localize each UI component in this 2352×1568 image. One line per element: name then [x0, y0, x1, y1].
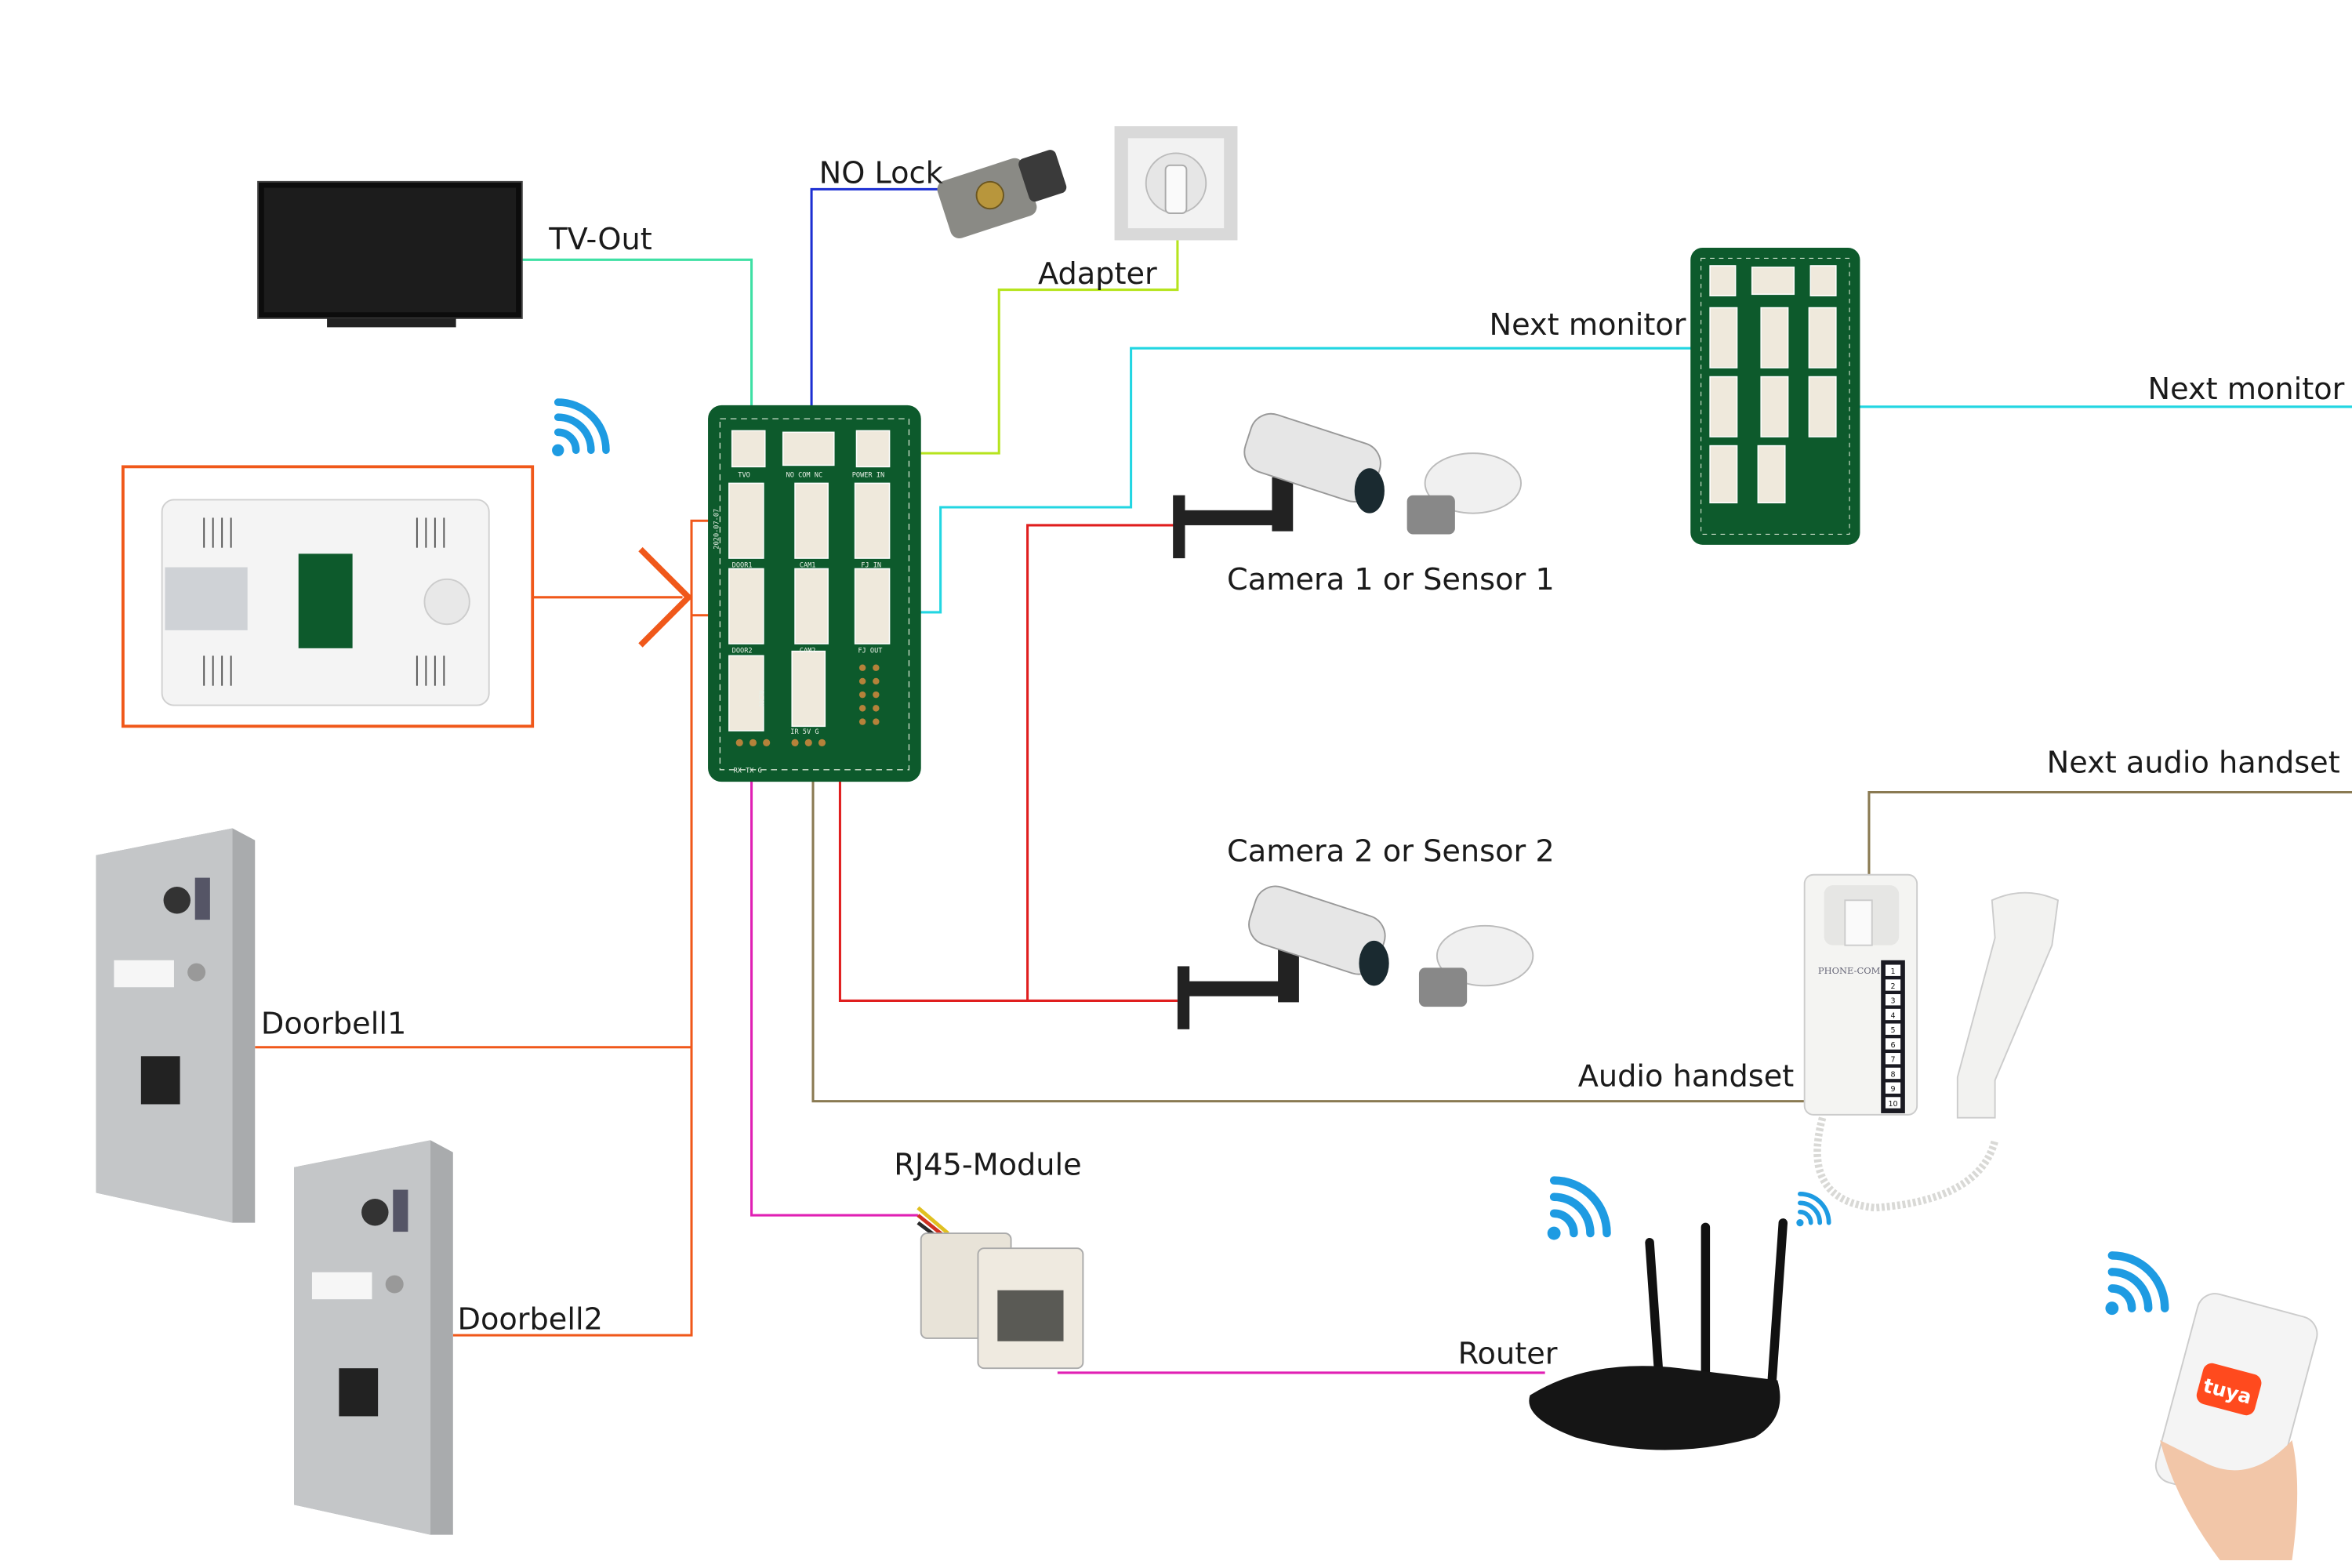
handset-key	[1885, 1082, 1901, 1094]
label-doorbell1: Doorbell1	[261, 1007, 406, 1042]
router-icon	[1529, 1218, 1788, 1450]
pcb-label-door2: DOOR2	[732, 648, 753, 655]
label-rj45-module: RJ45-Module	[894, 1147, 1081, 1182]
wifi-icon	[1796, 1192, 1831, 1227]
tv-icon	[257, 180, 523, 328]
indoor-monitor[interactable]	[121, 465, 535, 728]
wifi-icon	[1547, 1176, 1611, 1240]
fj-out-connector	[854, 568, 891, 644]
label-next-monitor-2: Next monitor	[2147, 372, 2344, 407]
lock-connector	[782, 431, 835, 466]
wifi-icons	[552, 398, 2169, 1316]
pcb-label-cam2: CAM2	[800, 648, 816, 655]
label-camera2: Camera 2 or Sensor 2	[1227, 834, 1555, 869]
lock-icon	[937, 150, 1067, 239]
sensor2-icon	[1418, 924, 1534, 1007]
handset-receiver	[1956, 891, 2060, 1119]
handset-key	[1885, 1097, 1901, 1109]
pcb-label-fj-in: FJ IN	[861, 562, 881, 570]
door1-connector	[728, 482, 764, 559]
next-audio-handset-wire	[1867, 790, 2352, 878]
labels: TV-Out NO Lock Adapter Next monitor Next…	[261, 156, 2345, 1372]
pcb-label-cam1: CAM1	[800, 562, 816, 570]
wifi-icon	[552, 398, 610, 456]
sensor1-icon	[1406, 452, 1523, 535]
handset-key	[1885, 979, 1901, 991]
next-monitor-pcb-board	[1690, 248, 1860, 545]
pcb-label-door1: DOOR1	[732, 562, 753, 570]
main-pcb-board: TVO NO COM NC POWER IN DOOR1 CAM1 FJ IN …	[708, 405, 921, 782]
handset-key-label: 1	[1891, 967, 1896, 976]
audio-handset-device: PHONE-COM 1 2 3 4 5 6 7 8 9 10	[1803, 873, 2060, 1212]
power-connector	[855, 430, 891, 468]
handset-brand: PHONE-COM	[1818, 965, 1881, 976]
label-audio-handset: Audio handset	[1578, 1059, 1795, 1094]
power-socket-icon	[1114, 126, 1238, 241]
handset-key-label: 8	[1891, 1070, 1896, 1079]
cam1-connector	[794, 482, 829, 559]
wires	[255, 187, 2352, 1374]
handset-key-label: 4	[1891, 1011, 1896, 1020]
lock-wire	[810, 187, 938, 451]
pcb-label-fj-out: FJ OUT	[858, 648, 882, 655]
pcb-label-date: 2020-07-07	[713, 509, 720, 550]
handset-key	[1885, 1023, 1901, 1035]
handset-key	[1885, 1053, 1901, 1065]
monitor-arrow-icon	[638, 546, 693, 648]
handset-key	[1885, 1008, 1901, 1021]
handset-cord	[1813, 1116, 1999, 1212]
label-router: Router	[1458, 1336, 1558, 1371]
smartphone-icon: tuya	[2154, 1293, 2318, 1561]
hand	[2160, 1440, 2298, 1561]
monitor-highlight-frame	[121, 465, 535, 728]
handset-key	[1885, 1038, 1901, 1050]
camera2-icon	[1177, 885, 1389, 1029]
pcb-label-wlan: WLAN	[757, 690, 764, 706]
handset-key-label: 2	[1891, 982, 1896, 991]
pcb-label-uart: RX TX G	[734, 768, 762, 775]
handset-key-label: 9	[1891, 1085, 1896, 1094]
handset-key	[1885, 994, 1901, 1006]
pcb-label-ir: IR 5V G	[790, 728, 818, 736]
camera1-icon	[1173, 412, 1385, 559]
header-pins	[735, 664, 880, 746]
tv-out-wire	[521, 258, 753, 451]
rj45-module-icon	[916, 1206, 1084, 1370]
handset-key-label: 3	[1891, 997, 1896, 1006]
pcb-label-lock: NO COM NC	[786, 472, 823, 480]
label-no-lock: NO Lock	[819, 156, 944, 191]
label-camera1: Camera 1 or Sensor 1	[1227, 562, 1555, 597]
wlan-connector	[728, 655, 764, 731]
handset-keypad: 1 2 3 4 5 6 7 8 9 10	[1885, 964, 1901, 1109]
handset-key	[1885, 964, 1901, 976]
next-monitor-wire	[877, 347, 1818, 614]
cam2-connector	[794, 568, 829, 644]
label-tv-out: TV-Out	[548, 222, 652, 257]
handset-key	[1885, 1067, 1901, 1080]
ir-connector	[791, 650, 826, 728]
camera-feed-wire	[1026, 524, 1178, 1001]
doorbell1-panel	[96, 828, 256, 1223]
pcb-label-tvo: TVO	[738, 472, 750, 480]
label-next-monitor-1: Next monitor	[1490, 307, 1686, 343]
label-doorbell2: Doorbell2	[458, 1301, 603, 1337]
handset-key-label: 10	[1888, 1100, 1897, 1109]
handset-key-label: 6	[1891, 1041, 1896, 1050]
pcb-label-power: POWER IN	[852, 472, 884, 480]
handset-key-label: 7	[1891, 1056, 1896, 1065]
adapter-wire	[877, 240, 1179, 455]
rj45-wire	[750, 735, 918, 1217]
audio-handset-wire	[811, 780, 1805, 1103]
handset-key-label: 5	[1891, 1026, 1896, 1035]
doorbell-bus-wire	[452, 519, 746, 1337]
fj-in-connector	[854, 482, 891, 559]
doorbell2-panel	[294, 1140, 453, 1535]
label-adapter: Adapter	[1038, 256, 1157, 292]
tvo-connector	[731, 430, 766, 468]
wifi-icon	[2105, 1251, 2169, 1316]
label-next-audio-handset: Next audio handset	[2047, 746, 2340, 781]
door2-connector	[728, 568, 764, 644]
